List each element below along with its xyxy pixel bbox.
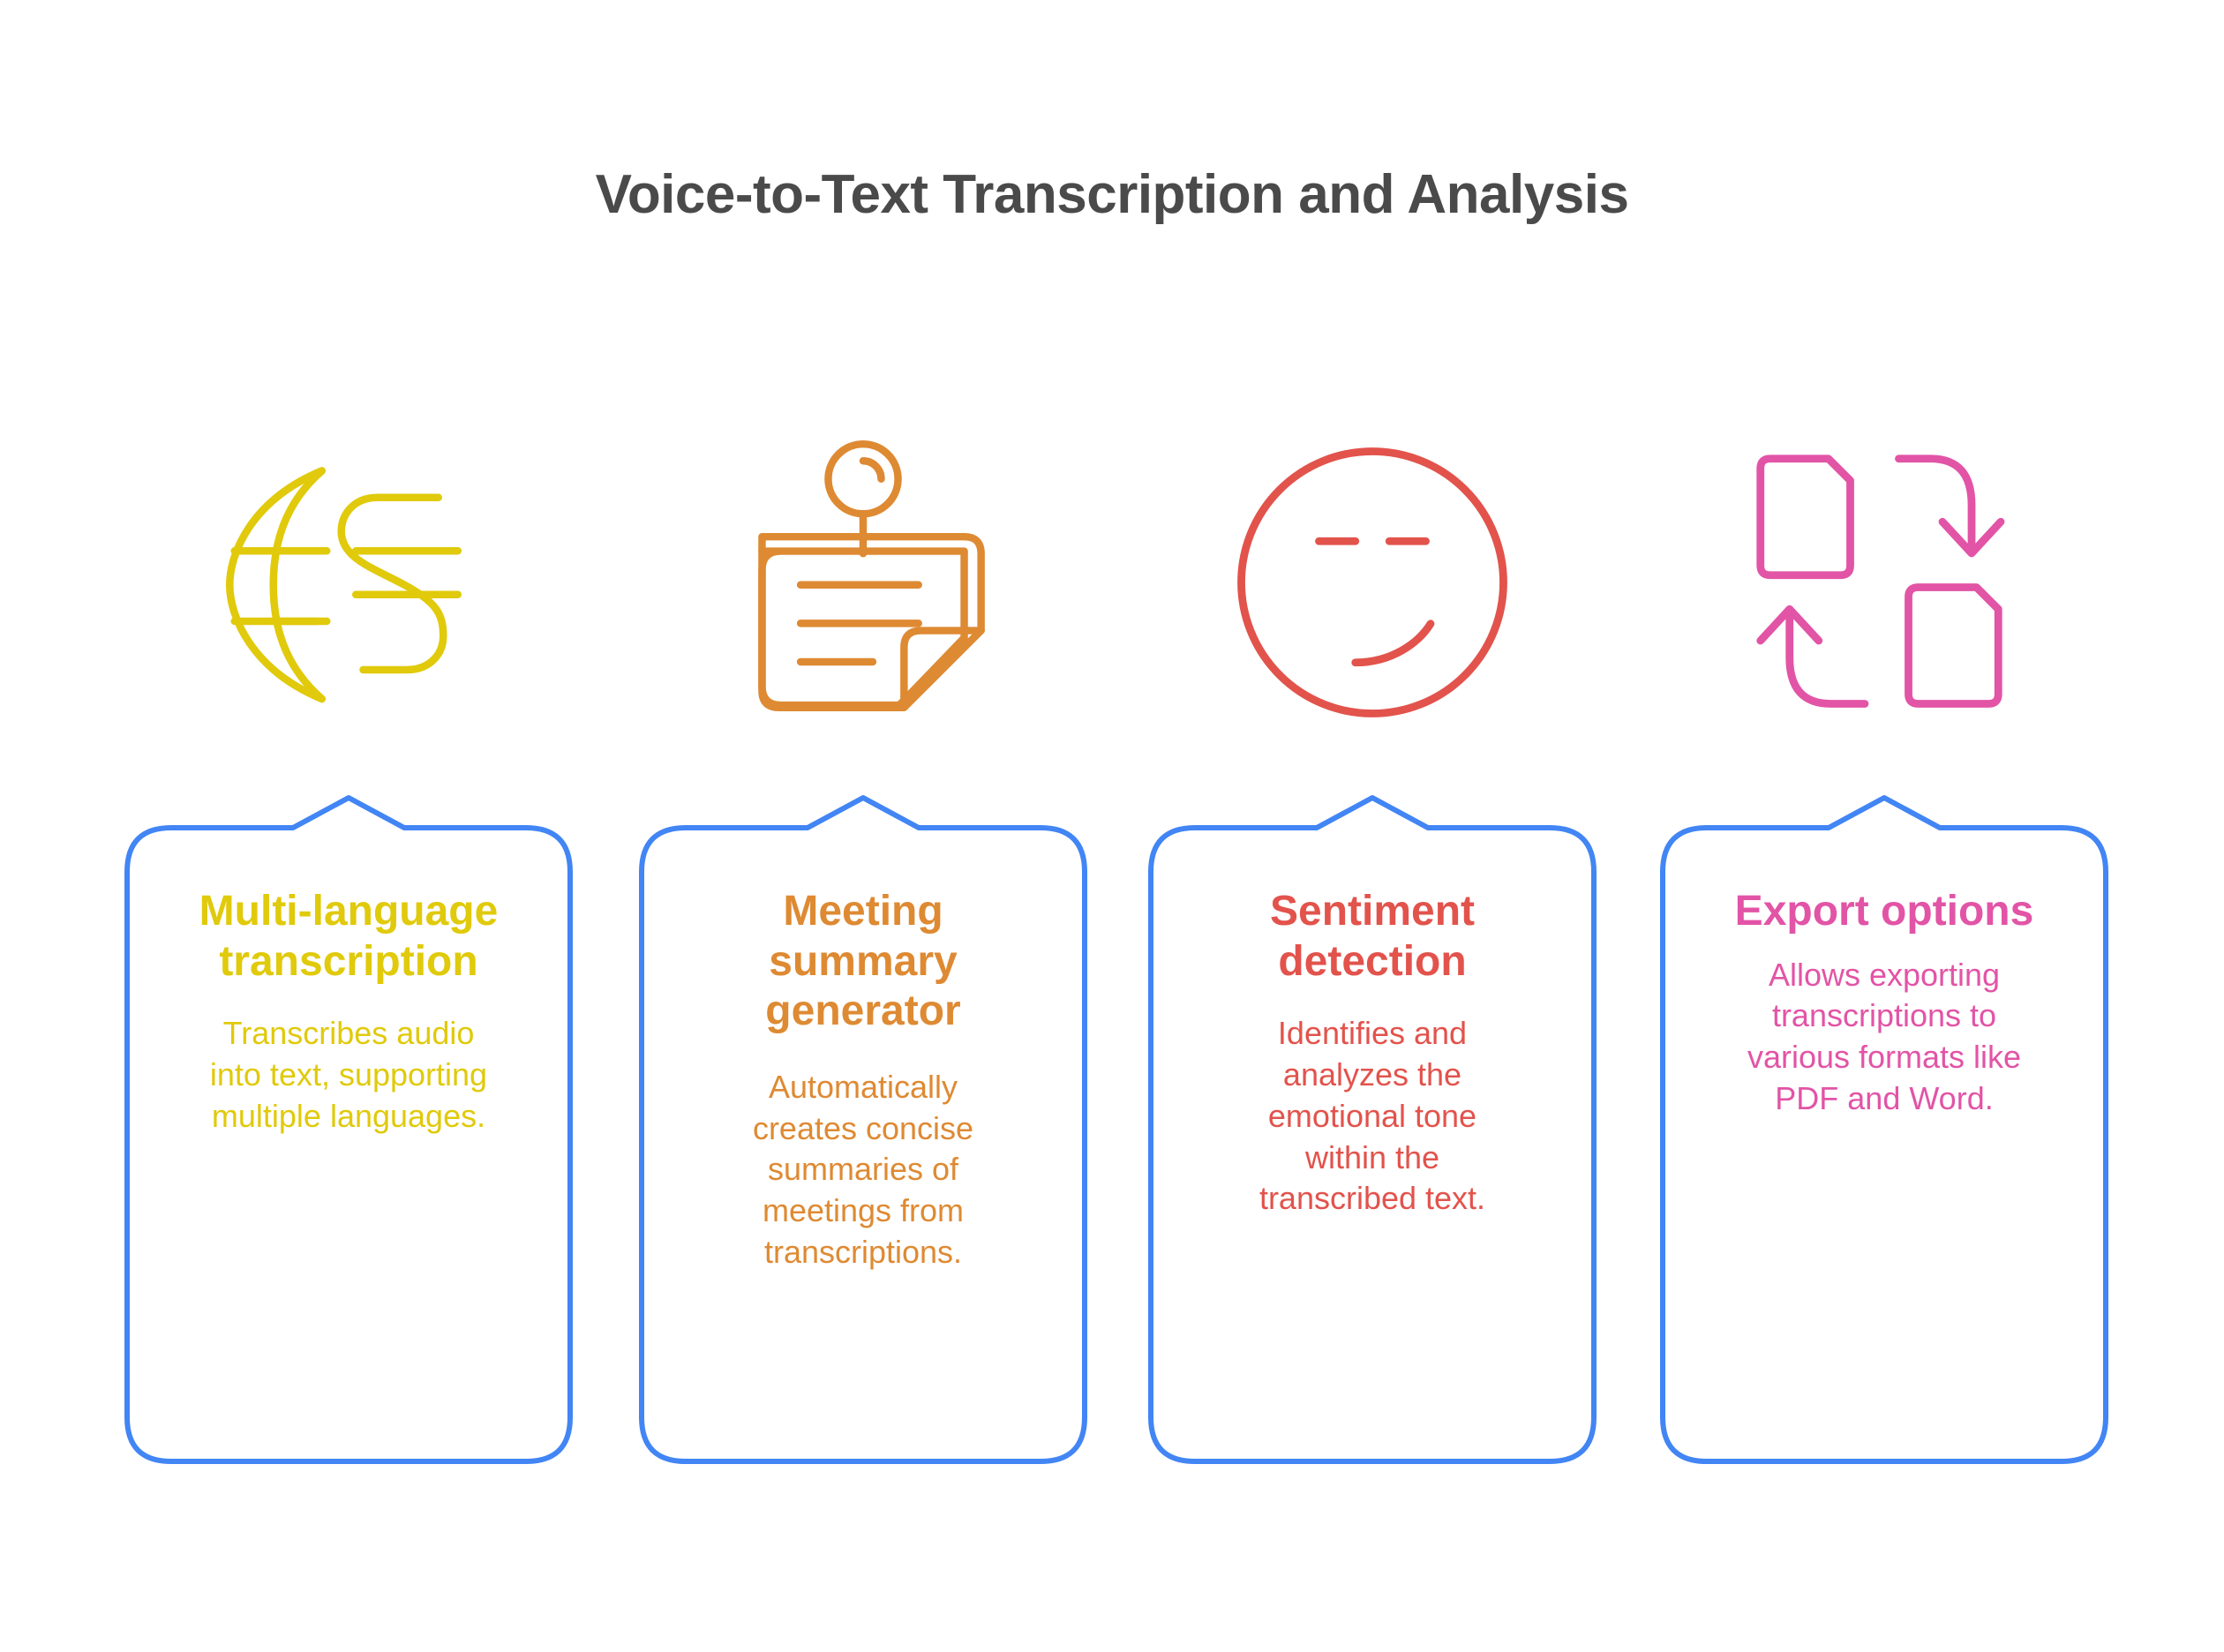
feature-card-multi-language[interactable]: Multi-language transcription Transcribes…: [124, 794, 574, 1465]
smirking-face-icon: [1147, 406, 1597, 759]
feature-column-sentiment: Sentiment detection Identifies and analy…: [1147, 0, 1597, 1652]
feature-card-meeting-summary[interactable]: Meeting summary generator Automatically …: [638, 794, 1088, 1465]
card-description: Automatically creates concise summaries …: [752, 1068, 974, 1271]
note-summary-icon: [638, 406, 1088, 759]
card-description: Identifies and analyzes the emotional to…: [1259, 1015, 1486, 1217]
card-body: Export options Allows exporting transcri…: [1689, 887, 2079, 1120]
globe-language-icon: [124, 406, 574, 759]
page-title: Voice-to-Text Transcription and Analysis: [595, 164, 1629, 225]
feature-columns: Multi-language transcription Transcribes…: [124, 0, 2109, 1652]
speech-bubble-shape: [639, 795, 1087, 1464]
card-heading: Meeting summary generator: [765, 888, 961, 1035]
document-exchange-icon: [1659, 406, 2109, 759]
card-body: Meeting summary generator Automatically …: [668, 887, 1058, 1273]
card-heading: Multi-language transcription: [199, 888, 499, 985]
card-heading: Sentiment detection: [1269, 888, 1476, 985]
card-body: Sentiment detection Identifies and analy…: [1177, 887, 1567, 1220]
card-description: Allows exporting transcriptions to vario…: [1747, 956, 2022, 1117]
feature-column-multi-language: Multi-language transcription Transcribes…: [124, 0, 574, 1652]
card-body: Multi-language transcription Transcribes…: [154, 887, 544, 1138]
card-description: Transcribes audio into text, supporting …: [209, 1015, 488, 1134]
speech-bubble-shape: [1148, 795, 1597, 1464]
feature-column-meeting-summary: Meeting summary generator Automatically …: [638, 0, 1088, 1652]
feature-card-export[interactable]: Export options Allows exporting transcri…: [1659, 794, 2109, 1465]
speech-bubble-shape: [124, 795, 573, 1464]
card-heading: Export options: [1734, 888, 2034, 935]
feature-card-sentiment[interactable]: Sentiment detection Identifies and analy…: [1147, 794, 1597, 1465]
feature-column-export: Export options Allows exporting transcri…: [1659, 0, 2109, 1652]
speech-bubble-shape: [1660, 795, 2108, 1464]
